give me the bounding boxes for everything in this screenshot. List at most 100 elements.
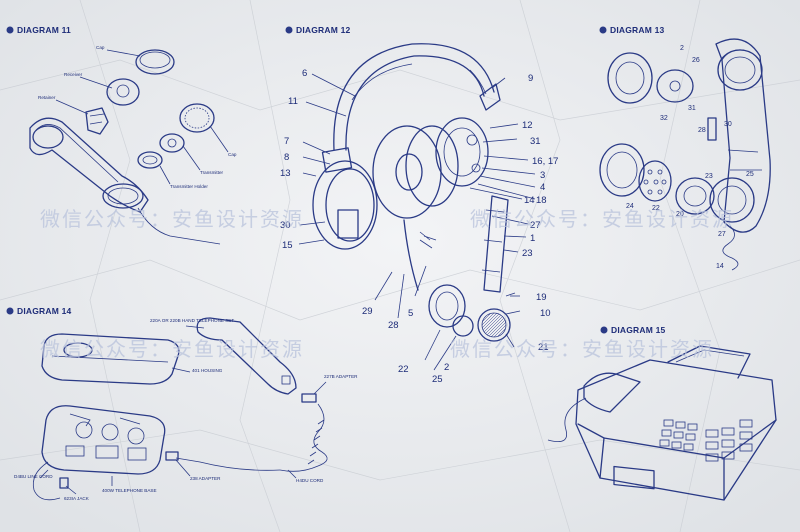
fax-handset (583, 372, 641, 413)
fax-body (575, 359, 777, 501)
callout-5: 5 (408, 308, 413, 319)
label-238-adapter: 238 ADAPTER (190, 476, 221, 481)
callout-1: 1 (530, 233, 535, 244)
title-bullet (6, 307, 14, 315)
label-hand-telephone-set: 220A OR 220B HAND TELEPHONE SET (150, 318, 234, 323)
callout-31: 31 (530, 136, 541, 147)
callout-11: 11 (288, 96, 298, 107)
callout-30: 30 (280, 220, 291, 231)
mouthpiece (709, 177, 755, 223)
display (613, 465, 655, 490)
transmitter-part (159, 133, 185, 153)
label-623ia-jack: 623IA JACK (64, 496, 90, 501)
label-housing: 401 HOUSING (192, 368, 223, 373)
callout-19: 19 (536, 292, 547, 303)
label-retainer: Retainer (38, 95, 56, 100)
fax-cord (547, 397, 587, 443)
earpiece (717, 49, 763, 91)
callout-29: 29 (362, 306, 373, 317)
watermark: 微信公众号：安鱼设计资源 (450, 337, 714, 361)
diagram-title: DIAGRAM 14 (17, 306, 71, 316)
label-transmitter-holder: Transmitter Holder (170, 184, 208, 189)
receiver-part (106, 78, 140, 106)
callout-16-17: 16, 17 (532, 156, 558, 167)
watermark: 微信公众号：安鱼设计资源 (470, 207, 734, 231)
callout-25: 25 (746, 171, 754, 178)
diagram-title: DIAGRAM 13 (610, 25, 664, 35)
title-bullet (600, 326, 608, 334)
diagram-12: DIAGRAM 12 (280, 25, 558, 385)
receiver-cap-disc (607, 52, 653, 104)
callout-26: 26 (692, 57, 700, 64)
cap-part (135, 49, 175, 75)
callout-13: 13 (280, 168, 291, 179)
diagram-15: DIAGRAM 15 (547, 325, 777, 501)
title-bullet (285, 26, 293, 34)
receiver-disc (656, 69, 694, 103)
telephone-base (41, 405, 166, 475)
diagram-title: DIAGRAM 11 (17, 25, 71, 35)
keypad (659, 419, 753, 462)
left-ear-cup (312, 160, 378, 250)
label-cap-2: Cap (228, 152, 237, 157)
callout-7: 7 (284, 136, 289, 147)
mic-boom (428, 284, 466, 328)
callout-12: 12 (522, 120, 533, 131)
paper-tray (667, 345, 751, 379)
watermark: 微信公众号：安鱼设计资源 (40, 337, 304, 361)
transmitter-cap-part (179, 103, 215, 133)
diagram-title: DIAGRAM 15 (611, 325, 665, 335)
callout-23: 23 (522, 248, 533, 259)
label-receiver: Receiver (64, 72, 83, 77)
callout-10: 10 (540, 308, 551, 319)
callout-31: 31 (688, 105, 696, 112)
small-cup (452, 315, 474, 337)
diagram-13: DIAGRAM 13 2 26 32 31 28 24 30 20 (599, 25, 771, 271)
label-transmitter: Transmitter (200, 170, 224, 175)
adapter-238 (165, 451, 179, 461)
callout-25: 25 (432, 374, 443, 385)
callout-2: 2 (680, 45, 684, 52)
label-227b-adapter: 227B ADAPTER (324, 374, 358, 379)
callout-27: 27 (530, 220, 541, 231)
handset-cord (137, 207, 221, 245)
right-slider (479, 83, 501, 111)
switch-part (707, 117, 717, 141)
callout-9: 9 (528, 73, 533, 84)
title-bullet (599, 26, 607, 34)
callout-21: 21 (538, 342, 549, 353)
retainer-part (85, 107, 109, 135)
cable (403, 219, 419, 291)
hand-telephone-set (196, 317, 297, 395)
label-line-cord: D4BU LINE CORD (14, 474, 53, 479)
label-cap: Cap (96, 45, 105, 50)
driver-housing (435, 117, 489, 187)
callout-18: 18 (536, 195, 547, 206)
diagram-14: DIAGRAM 14 (6, 306, 358, 501)
callout-23: 23 (705, 173, 713, 180)
callout-32: 32 (660, 115, 668, 122)
diagram-title: DIAGRAM 12 (296, 25, 350, 35)
callout-14: 14 (716, 263, 724, 270)
headband-outer (333, 43, 495, 151)
callout-3: 3 (540, 170, 545, 181)
callout-15: 15 (282, 240, 293, 251)
callout-6: 6 (302, 68, 307, 79)
label-h4du-cord: H4DU CORD (296, 478, 324, 483)
callout-8: 8 (284, 152, 289, 163)
callout-28: 28 (698, 127, 706, 134)
callout-20: 20 (676, 211, 684, 218)
callout-4: 4 (540, 182, 545, 193)
left-badge (337, 209, 359, 239)
callout-14: 14 (524, 195, 535, 206)
headband-inner (345, 55, 485, 151)
transmitter-ring (102, 183, 144, 209)
line-cord (32, 461, 61, 501)
watermark-layer: 微信公众号：安鱼设计资源 微信公众号：安鱼设计资源 微信公众号：安鱼设计资源 微… (40, 207, 734, 361)
callout-28: 28 (388, 320, 399, 331)
callout-27: 27 (718, 231, 726, 238)
diagram-11: DIAGRAM 11 Cap Receiver Reta (6, 25, 237, 245)
callout-22: 22 (652, 205, 660, 212)
